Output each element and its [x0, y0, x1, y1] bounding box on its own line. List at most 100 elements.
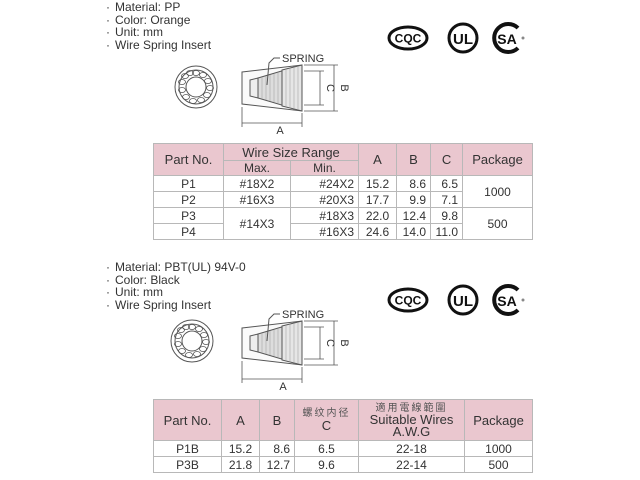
product-2-spec-table: Part No. A B 螺纹内径 C 適用電線範圍 Suitable Wire…: [153, 399, 533, 473]
spec-item: ·Wire Spring Insert: [106, 37, 212, 52]
cell-a: 21.8: [221, 456, 260, 473]
header-wires-cn: 適用電線範圍: [375, 402, 448, 414]
table-row: P2 #16X3 #20X3 17.7 9.9 7.1: [153, 191, 533, 208]
cell-awg: 22-18: [358, 440, 465, 457]
cell-b: 8.6: [259, 440, 295, 457]
header-b: B: [396, 143, 432, 176]
wire-connector-drawing: SPRING A C B: [170, 45, 370, 145]
cell-min: #20X3: [289, 191, 360, 208]
certification-logos: CQC UL SA: [386, 20, 531, 61]
product-1-spec-table: Part No. Wire Size Range A B C Package M…: [153, 143, 534, 240]
cell-a: 15.2: [358, 175, 398, 192]
cell-b: 12.7: [259, 456, 295, 473]
header-part-no: Part No.: [153, 399, 222, 441]
header-wire-size-range: Wire Size Range: [222, 143, 360, 161]
spring-callout: [266, 313, 280, 342]
spec-item: ·Material: PP: [106, 0, 181, 14]
table-row: P4 #16X3 24.6 14.0 11.0: [153, 223, 533, 240]
svg-text:SPRING: SPRING: [282, 309, 324, 321]
table-row: P1B 15.2 8.6 6.5 22-18 1000: [153, 440, 533, 457]
header-part-no: Part No.: [153, 143, 224, 176]
cell-part-no: P2: [153, 191, 224, 208]
svg-text:C: C: [324, 84, 336, 92]
cell-b: 14.0: [396, 223, 432, 240]
cell-package: 1000: [464, 440, 533, 457]
header-package: Package: [464, 399, 533, 441]
cell-part-no: P3: [153, 207, 224, 224]
side-view-icon: [241, 64, 303, 112]
svg-text:A: A: [279, 381, 287, 393]
spec-item: ·Color: Orange: [106, 12, 191, 27]
header-suitable-wires: 適用電線範圍 Suitable Wires A.W.G: [358, 399, 465, 441]
cell-c: 7.1: [430, 191, 464, 208]
ul-logo-icon: UL: [447, 22, 479, 54]
product-1-spec-list: ·Material: PP ·Color: Orange ·Unit: mm ·…: [106, 1, 211, 51]
wire-connector-drawing: SPRING A C B: [170, 303, 370, 398]
svg-text:UL: UL: [453, 293, 473, 310]
table-row: P3 #14X3 #18X3 22.0 12.4 9.8 500: [153, 207, 534, 240]
cell-a: 22.0: [358, 207, 398, 224]
header-min: Min.: [289, 160, 360, 176]
svg-text:SA: SA: [497, 31, 516, 47]
header-c: 螺纹内径 C: [294, 399, 359, 441]
end-view-icon: [170, 319, 214, 363]
product-2-spec-list: ·Material: PBT(UL) 94V-0 ·Color: Black ·…: [106, 261, 246, 311]
csa-logo-icon: SA: [492, 284, 525, 316]
cell-max: #16X3: [223, 191, 291, 208]
cell-a: 15.2: [221, 440, 260, 457]
cell-part-no: P3B: [153, 456, 222, 473]
header-package: Package: [462, 143, 534, 176]
cell-a: 24.6: [358, 223, 398, 240]
cell-max: #18X2: [223, 175, 291, 192]
svg-text:B: B: [338, 84, 350, 91]
cell-c: 6.5: [430, 175, 464, 192]
cell-part-no: P1B: [153, 440, 222, 457]
table-row: P1 #18X2 #24X2 15.2 8.6 6.5 1000: [153, 175, 534, 208]
cell-package: 1000: [462, 175, 534, 208]
svg-text:UL: UL: [453, 31, 473, 48]
spec-item: ·Wire Spring Insert: [106, 297, 212, 312]
svg-text:SPRING: SPRING: [282, 53, 324, 65]
spec-item: ·Unit: mm: [106, 25, 163, 39]
cell-c: 11.0: [430, 223, 464, 240]
cell-b: 8.6: [396, 175, 432, 192]
spec-item: ·Color: Black: [106, 272, 180, 287]
header-awg: A.W.G: [392, 423, 431, 439]
header-c-cn: 螺纹内径: [302, 408, 351, 419]
table-row: P3B 21.8 12.7 9.6 22-14 500: [153, 456, 533, 473]
cell-part-no: P4: [153, 223, 224, 240]
cell-part-no: P1: [153, 175, 224, 192]
spring-callout: [266, 57, 280, 86]
svg-text:C: C: [324, 339, 336, 347]
csa-logo-icon: SA: [492, 22, 525, 54]
cqc-logo-icon: CQC: [387, 287, 429, 313]
cell-package: 500: [462, 207, 534, 240]
cell-c: 6.5: [294, 440, 359, 457]
svg-text:SA: SA: [497, 293, 516, 309]
header-wires-en: Suitable Wires: [369, 411, 454, 427]
spec-item: ·Material: PBT(UL) 94V-0: [106, 260, 246, 274]
cell-a: 17.7: [358, 191, 398, 208]
cell-c: 9.8: [430, 207, 464, 224]
certification-logos: CQC UL SA: [386, 282, 531, 323]
cell-min: #16X3: [289, 223, 360, 240]
svg-text:B: B: [338, 339, 350, 346]
cell-b: 9.9: [396, 191, 432, 208]
spec-item: ·Unit: mm: [106, 285, 163, 299]
header-c-en: C: [321, 418, 332, 433]
cqc-logo-icon: CQC: [387, 25, 429, 51]
cell-min: #18X3: [289, 207, 360, 224]
header-c: C: [430, 143, 464, 176]
cell-b: 12.4: [396, 207, 432, 224]
header-max: Max.: [223, 160, 291, 176]
svg-text:CQC: CQC: [395, 32, 422, 46]
cell-min: #24X2: [289, 175, 360, 192]
end-view-icon: [174, 65, 218, 109]
side-view-icon: [241, 320, 303, 366]
cell-awg: 22-14: [358, 456, 465, 473]
cell-package: 500: [464, 456, 533, 473]
cell-max: #14X3: [223, 207, 291, 240]
cell-c: 9.6: [294, 456, 359, 473]
header-a: A: [358, 143, 398, 176]
svg-text:A: A: [276, 125, 284, 137]
